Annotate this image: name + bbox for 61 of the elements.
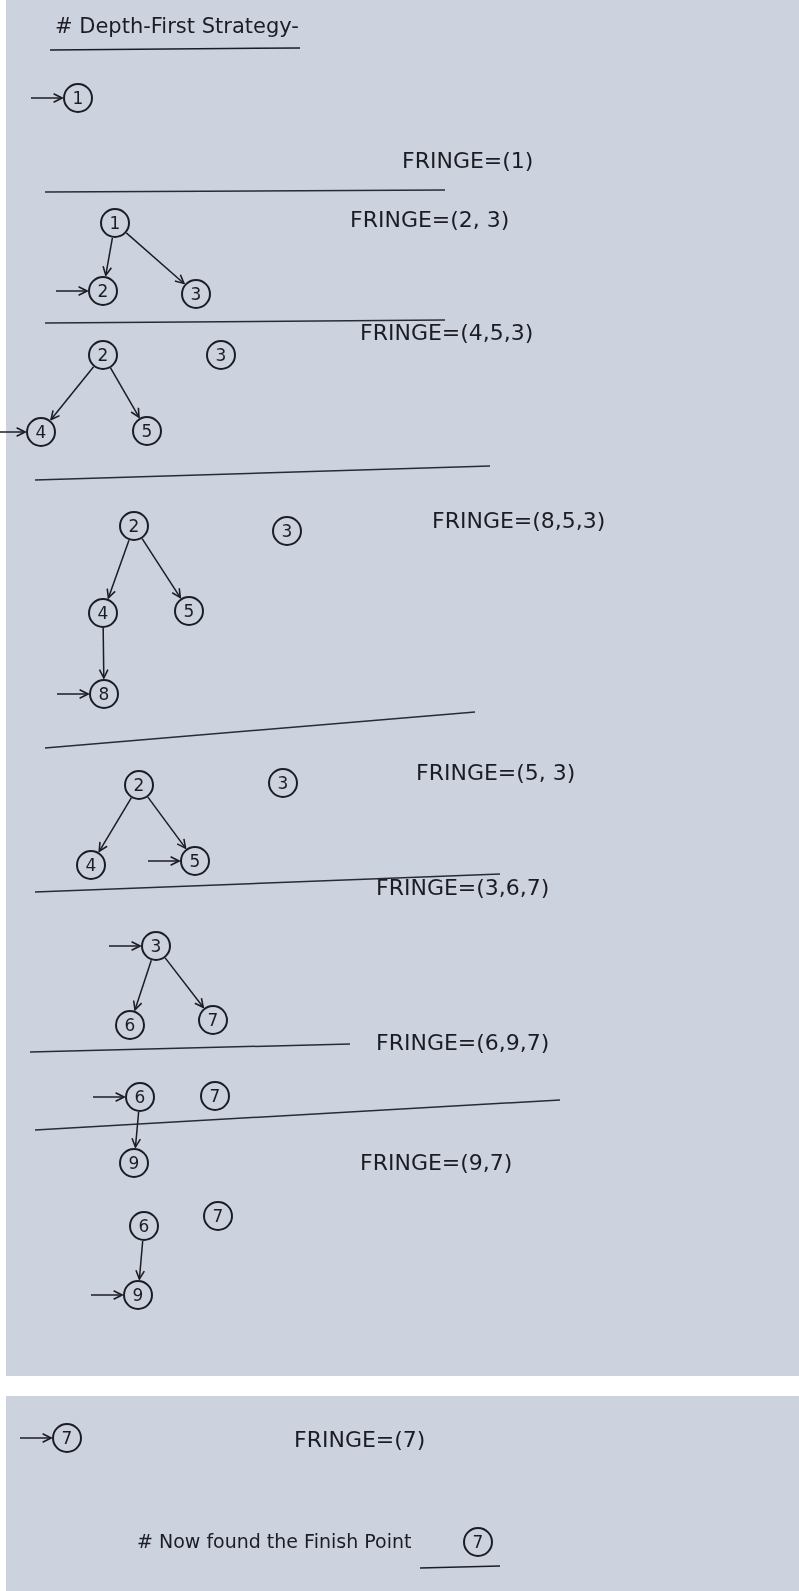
arrow (125, 232, 185, 285)
circle-node: 6 (115, 1010, 145, 1040)
circle-node: 7 (200, 1081, 230, 1111)
circle-node: 4 (88, 598, 118, 628)
circle-node: 7 (463, 1527, 493, 1557)
circle-node: 5 (132, 416, 162, 446)
pointer-arrow (55, 286, 88, 296)
circle-node: 6 (129, 1211, 159, 1241)
circle-node: 3 (141, 931, 171, 961)
circle-node: 7 (203, 1201, 233, 1231)
fringe-text: FRINGE=(1) (402, 148, 534, 173)
circle-node: 1 (63, 83, 93, 113)
circle-node: 3 (272, 516, 302, 546)
circle-node: 8 (89, 679, 119, 709)
arrow (50, 365, 95, 421)
fringe-text: FRINGE=(6,9,7) (376, 1030, 550, 1055)
arrow (135, 1240, 146, 1280)
arrow (141, 537, 182, 599)
pointer-arrow (0, 427, 26, 437)
pointer-arrow (30, 93, 63, 103)
note-text: # Now found the Finish Point (137, 1530, 412, 1552)
fringe-text: FRINGE=(2, 3) (350, 207, 510, 232)
circle-node: 9 (123, 1280, 153, 1310)
pointer-arrow (56, 689, 89, 699)
arrow (131, 1111, 142, 1148)
arrow (98, 797, 133, 853)
arrow (98, 627, 109, 679)
circle-node: 7 (52, 1423, 82, 1453)
circle-node: 5 (174, 596, 204, 626)
pointer-arrow (92, 1092, 125, 1102)
arrow (147, 796, 187, 849)
fringe-text: FRINGE=(7) (294, 1427, 426, 1452)
pointer-arrow (147, 856, 180, 866)
arrow (102, 237, 114, 277)
circle-node: 4 (26, 417, 56, 447)
circle-node: 3 (268, 768, 298, 798)
fringe-text: FRINGE=(8,5,3) (432, 508, 606, 533)
fringe-text: FRINGE=(9,7) (360, 1150, 513, 1175)
circle-node: 2 (124, 770, 154, 800)
circle-node: 7 (198, 1005, 228, 1035)
arrow (132, 959, 153, 1011)
circle-node: 2 (88, 276, 118, 306)
arrow (106, 539, 130, 599)
pointer-arrow (108, 941, 141, 951)
heading: # Depth-First Strategy- (55, 14, 299, 38)
arrow (164, 957, 204, 1009)
pointer-arrow (19, 1433, 52, 1443)
circle-node: 2 (88, 340, 118, 370)
circle-node: 2 (119, 511, 149, 541)
circle-node: 9 (119, 1148, 149, 1178)
circle-node: 3 (181, 279, 211, 309)
circle-node: 5 (180, 846, 210, 876)
circle-node: 6 (125, 1082, 155, 1112)
circle-node: 1 (100, 208, 130, 238)
circle-node: 4 (76, 850, 106, 880)
fringe-text: FRINGE=(4,5,3) (360, 320, 534, 345)
circle-node: 3 (206, 340, 236, 370)
pointer-arrow (90, 1290, 123, 1300)
fringe-text: FRINGE=(5, 3) (416, 760, 576, 785)
fringe-text: FRINGE=(3,6,7) (376, 875, 550, 900)
arrow (109, 367, 140, 418)
